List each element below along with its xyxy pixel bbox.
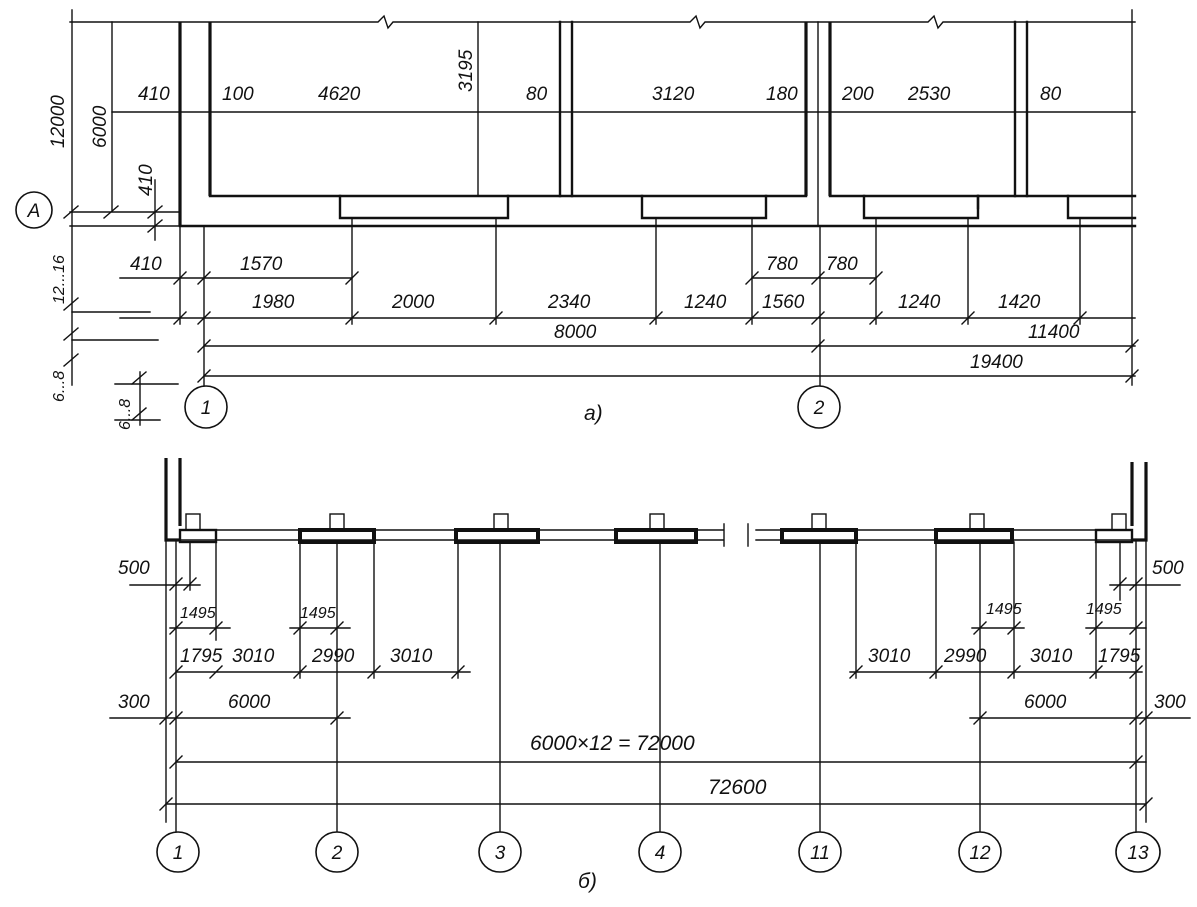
dim-b-2990-right: 2990 xyxy=(943,646,987,667)
dim-180: 180 xyxy=(766,84,798,105)
dim-12-16: 12...16 xyxy=(51,255,68,304)
dim-b-total-formula: 6000×12 = 72000 xyxy=(530,732,695,755)
dim-b-3010-r2: 3010 xyxy=(1030,646,1073,667)
dim-b-1495-l1: 1495 xyxy=(180,605,216,622)
dim-6000: 6000 xyxy=(90,105,111,148)
axis-b-bubble-2 xyxy=(315,831,359,873)
dim-1560: 1560 xyxy=(762,292,805,313)
dim-2000: 2000 xyxy=(391,292,435,313)
plan-a-extension-lines xyxy=(179,9,1133,391)
plan-b-axis-bubbles: 1 2 3 4 11 12 13 xyxy=(156,831,1161,873)
dim-80-a: 80 xyxy=(526,84,548,105)
expansion-joint-columns xyxy=(804,22,832,196)
dim-1240-b: 1240 xyxy=(898,292,941,313)
left-dim-verticals xyxy=(69,9,181,386)
plan-b-extension-lines xyxy=(165,539,1147,837)
axis-b-label-1: 1 xyxy=(173,843,184,864)
axis-b-label-3: 3 xyxy=(495,843,506,864)
dim-410-vertical: 410 xyxy=(136,164,157,196)
dim-2340: 2340 xyxy=(547,292,591,313)
axis-b-label-11: 11 xyxy=(810,843,830,864)
dim-b-300-right: 300 xyxy=(1154,692,1186,713)
dim-b-3010-l2: 3010 xyxy=(390,646,433,667)
plan-b-end-wall-left xyxy=(164,458,182,542)
axis-b-bubble-11 xyxy=(798,831,842,873)
dim-b-6000-left: 6000 xyxy=(228,692,271,713)
dim-11400: 11400 xyxy=(1028,322,1080,343)
top-break-line xyxy=(69,14,1136,30)
plan-b-dim-ticks xyxy=(159,577,1153,811)
dim-8000: 8000 xyxy=(554,322,597,343)
dim-1420: 1420 xyxy=(998,292,1041,313)
dim-b-500-right: 500 xyxy=(1152,558,1184,579)
dim-780-b: 780 xyxy=(826,254,858,275)
dim-b-3010-l1: 3010 xyxy=(232,646,275,667)
axis-b-bubble-4 xyxy=(638,831,682,873)
dim-1570: 1570 xyxy=(240,254,283,275)
dim-200: 200 xyxy=(841,84,874,105)
axis-label-a: A xyxy=(27,201,41,222)
axis-b-label-12: 12 xyxy=(969,843,991,864)
dim-19400: 19400 xyxy=(970,352,1023,373)
dim-b-300-left: 300 xyxy=(118,692,150,713)
axis-bubble-2 xyxy=(797,385,841,429)
plan-b-dim-rows xyxy=(109,584,1191,805)
axis-b-bubble-3 xyxy=(478,831,522,873)
left-ticks xyxy=(63,205,163,421)
dim-100: 100 xyxy=(222,84,254,105)
window-bays xyxy=(338,194,1137,227)
dim-b-3010-r1: 3010 xyxy=(868,646,911,667)
end-wall-left xyxy=(178,22,212,226)
axis-b-bubble-13 xyxy=(1115,831,1161,873)
caption-a: a) xyxy=(584,402,603,425)
dim-b-1495-l2: 1495 xyxy=(300,605,336,622)
dim-b-1495-r2: 1495 xyxy=(1086,601,1122,618)
dim-410-top: 410 xyxy=(138,84,170,105)
dim-1980: 1980 xyxy=(252,292,295,313)
dim-1240-a: 1240 xyxy=(684,292,727,313)
dim-410-bottom: 410 xyxy=(130,254,162,275)
column-mid-2 xyxy=(1013,20,1029,198)
dim-3120: 3120 xyxy=(652,84,695,105)
column-mid-1 xyxy=(558,20,574,198)
left-short-lines xyxy=(71,311,179,426)
dim-6-8-right: 6...8 xyxy=(117,399,134,430)
axis-b-label-2: 2 xyxy=(331,843,343,864)
dim-6-8-left: 6...8 xyxy=(51,371,68,402)
dim-b-500-left: 500 xyxy=(118,558,150,579)
axis-bubble-a xyxy=(15,191,53,229)
axis-b-label-4: 4 xyxy=(655,843,666,864)
dim-b-1795-right: 1795 xyxy=(1098,646,1141,667)
dim-80-b: 80 xyxy=(1040,84,1062,105)
dim-780-a: 780 xyxy=(766,254,798,275)
dim-4620: 4620 xyxy=(318,84,361,105)
axis-label-2: 2 xyxy=(813,398,825,419)
dim-b-2990-left: 2990 xyxy=(311,646,355,667)
dim-b-1495-r1: 1495 xyxy=(986,601,1022,618)
plan-a: A 1 2 12000 6000 410 410 410 12...16 6..… xyxy=(15,9,1139,430)
dim-12000: 12000 xyxy=(48,95,69,148)
plan-b: 500 1495 1495 1795 3010 2990 3010 300 60… xyxy=(109,458,1191,893)
dim-b-1795-left: 1795 xyxy=(180,646,223,667)
axis-b-bubble-1 xyxy=(156,831,200,873)
axis-label-1: 1 xyxy=(201,398,212,419)
plan-b-columns xyxy=(178,513,1134,544)
dim-b-6000-right: 6000 xyxy=(1024,692,1067,713)
axis-b-label-13: 13 xyxy=(1127,843,1149,864)
dim-2530: 2530 xyxy=(907,84,951,105)
plan-a-dim-rows xyxy=(119,277,1136,377)
axis-bubble-1 xyxy=(184,385,228,429)
plan-a-dim-ticks xyxy=(173,271,1139,383)
dim-b-total: 72600 xyxy=(708,776,767,799)
dim-3195: 3195 xyxy=(456,49,477,92)
caption-b: б) xyxy=(578,870,597,893)
plan-b-end-wall-right xyxy=(1130,462,1148,542)
axis-b-bubble-12 xyxy=(958,831,1002,873)
